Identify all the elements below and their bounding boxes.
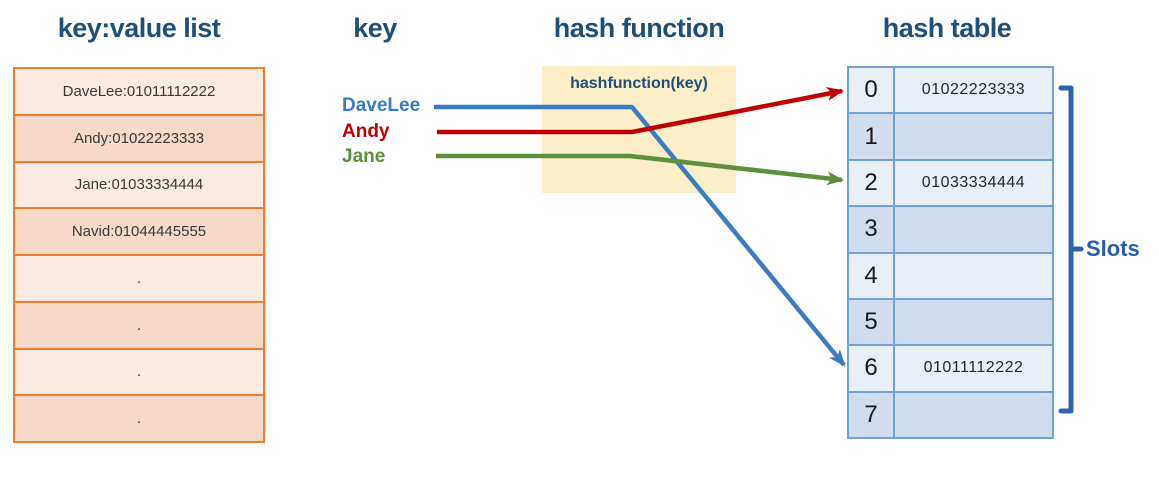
- list-item: Navid:01044445555: [15, 209, 263, 256]
- header-hash-table: hash table: [882, 13, 1012, 43]
- list-item-text: .: [136, 316, 142, 334]
- hash-function-box-label: hashfunction(key): [570, 75, 708, 92]
- slots-bracket: [1058, 85, 1084, 414]
- key-value-list: DaveLee:01011112222 Andy:01022223333 Jan…: [13, 67, 265, 443]
- header-key-value-list: key:value list: [57, 13, 221, 43]
- hash-table-row: 4: [849, 253, 1052, 300]
- list-item: .: [15, 256, 263, 303]
- list-item-text: Navid:01044445555: [71, 223, 207, 241]
- key-label-jane: Jane: [342, 146, 386, 167]
- hash-table-row: 6 01011112222: [849, 346, 1052, 393]
- slot-value: [895, 300, 1052, 344]
- slot-value: [895, 207, 1052, 251]
- hash-table-row: 2 01033334444: [849, 160, 1052, 208]
- hash-table: 0 01022223333 1 2 01033334444 3 4 5 6 01…: [847, 66, 1054, 439]
- slot-index: 6: [849, 346, 895, 391]
- slot-index: 5: [849, 299, 895, 345]
- slot-index: 3: [849, 207, 895, 252]
- slots-label: Slots: [1086, 236, 1140, 261]
- slot-index: 4: [849, 253, 895, 298]
- hash-table-row: 1: [849, 114, 1052, 161]
- slot-value: [895, 254, 1052, 298]
- hash-table-row: 5: [849, 299, 1052, 347]
- slot-value: [895, 114, 1052, 158]
- list-item-text: DaveLee:01011112222: [62, 82, 216, 100]
- list-item: .: [15, 302, 263, 350]
- list-item-text: Jane:01033334444: [74, 176, 204, 194]
- list-item-text: Andy:01022223333: [73, 129, 205, 147]
- list-item: .: [15, 396, 263, 441]
- key-label-andy: Andy: [342, 121, 390, 142]
- slot-index: 2: [849, 160, 895, 206]
- list-item-text: .: [136, 363, 142, 381]
- slot-index: 0: [849, 68, 895, 113]
- list-item: .: [15, 349, 263, 397]
- hash-table-row: 0 01022223333: [849, 68, 1052, 115]
- slot-index: 7: [849, 392, 895, 437]
- slot-value: [895, 393, 1052, 437]
- hash-table-row: 3: [849, 207, 1052, 254]
- header-hash-function: hash function: [553, 13, 725, 43]
- hash-table-row: 7: [849, 392, 1052, 437]
- slot-index: 1: [849, 114, 895, 159]
- slot-value: 01022223333: [921, 81, 1026, 99]
- header-key: key: [353, 13, 397, 43]
- list-item-text: .: [136, 269, 142, 287]
- slot-value: 01011112222: [923, 359, 1024, 377]
- key-label-davelee: DaveLee: [342, 95, 421, 116]
- slot-value: 01033334444: [921, 173, 1026, 191]
- list-item: DaveLee:01011112222: [15, 69, 263, 116]
- list-item: Jane:01033334444: [15, 162, 263, 210]
- hash-function-box: hashfunction(key): [542, 66, 736, 193]
- list-item: Andy:01022223333: [15, 115, 263, 163]
- list-item-text: .: [136, 410, 142, 428]
